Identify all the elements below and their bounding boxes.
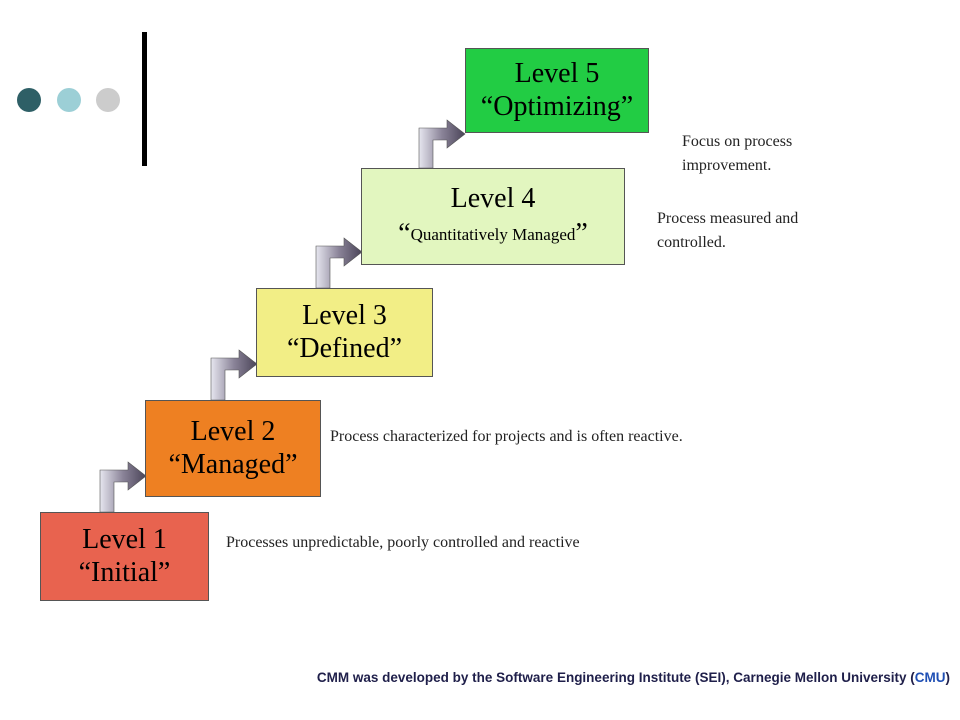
level-1-box: Level 1 “Initial”: [40, 512, 209, 601]
level-3-label: Level 3: [302, 300, 387, 332]
level-4-quote-close: ”: [575, 217, 588, 249]
level-5-box: Level 5 “Optimizing”: [465, 48, 649, 133]
decor-dot-dark: [17, 88, 41, 112]
level-5-description-line2: improvement.: [682, 157, 772, 174]
level-5-name: “Optimizing”: [480, 90, 634, 122]
footer-credit-text: CMM was developed by the Software Engine…: [316, 670, 915, 685]
level-5-description: Focus on process improvement.: [682, 130, 792, 178]
level-2-name: “Managed”: [168, 448, 298, 480]
level-4-name-line: “Quantitatively Managed”: [398, 218, 588, 250]
level-4-name: Quantitatively Managed: [410, 224, 576, 244]
decor-dot-teal: [57, 88, 81, 112]
arrow-level1-to-level2: [99, 461, 147, 513]
footer-credit-cmu: CMU: [914, 670, 946, 685]
level-4-quote-open: “: [398, 217, 411, 249]
level-1-name: “Initial”: [78, 556, 171, 588]
level-4-box: Level 4 “Quantitatively Managed”: [361, 168, 625, 265]
level-5-label: Level 5: [514, 58, 600, 90]
level-1-description: Processes unpredictable, poorly controll…: [226, 534, 580, 551]
level-5-description-line1: Focus on process: [682, 133, 793, 150]
decor-vertical-line: [142, 32, 147, 166]
level-4-description-line2: controlled.: [657, 234, 726, 251]
level-1-label: Level 1: [82, 524, 167, 556]
level-4-label: Level 4: [450, 183, 536, 215]
arrow-level4-to-level5: [418, 119, 466, 169]
level-4-description-line1: Process measured and: [657, 210, 799, 227]
footer-credit-close: ): [945, 670, 951, 685]
footer-credit: CMM was developed by the Software Engine…: [317, 670, 950, 685]
arrow-level2-to-level3: [210, 349, 258, 401]
level-4-description: Process measured and controlled.: [657, 207, 798, 255]
level-2-box: Level 2 “Managed”: [145, 400, 321, 497]
level-3-box: Level 3 “Defined”: [256, 288, 433, 377]
level-2-label: Level 2: [190, 416, 276, 448]
decor-dot-gray: [96, 88, 120, 112]
level-3-name: “Defined”: [286, 332, 403, 364]
arrow-level3-to-level4: [315, 237, 363, 289]
level-2-description: Process characterized for projects and i…: [330, 428, 683, 445]
